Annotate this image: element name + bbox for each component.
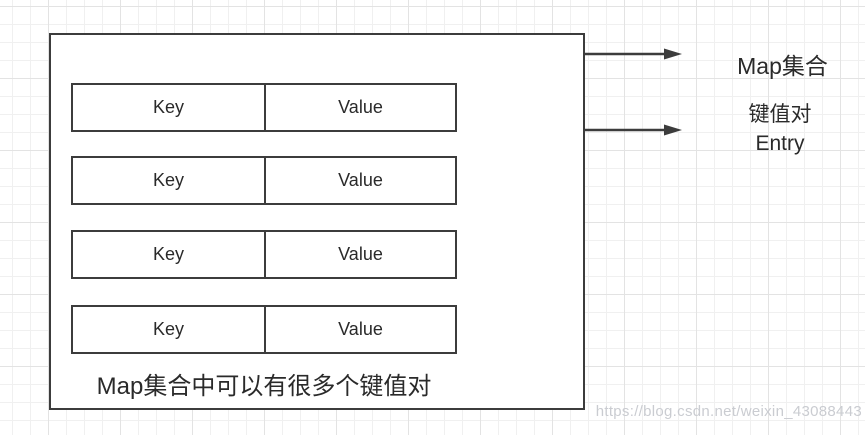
- entry-row: Key Value: [71, 83, 457, 132]
- key-label: Key: [152, 97, 185, 117]
- value-label: Value: [338, 319, 383, 339]
- key-label: Key: [152, 244, 185, 264]
- value-cell: Value: [266, 307, 455, 352]
- entry-label-cn: 键值对: [748, 103, 812, 126]
- value-cell: Value: [266, 158, 455, 203]
- key-cell: Key: [73, 232, 266, 277]
- map-collection-label: Map集合: [737, 53, 828, 79]
- key-label: Key: [152, 319, 185, 339]
- key-cell: Key: [73, 307, 266, 352]
- value-label: Value: [338, 244, 383, 264]
- value-cell: Value: [266, 85, 455, 130]
- entry-label: 键值对 Entry: [690, 100, 865, 158]
- value-label: Value: [338, 170, 383, 190]
- map-collection-box: Key Value Key Value Key Value Key: [49, 33, 585, 410]
- value-cell: Value: [266, 232, 455, 277]
- entry-row: Key Value: [71, 156, 457, 205]
- map-arrow: [585, 48, 682, 60]
- entry-row: Key Value: [71, 230, 457, 279]
- map-box-caption: Map集合中可以有很多个键值对: [96, 373, 432, 400]
- key-label: Key: [152, 170, 185, 190]
- value-label: Value: [338, 97, 383, 117]
- entry-row: Key Value: [71, 305, 457, 354]
- key-cell: Key: [73, 158, 266, 203]
- watermark-url: https://blog.csdn.net/weixin_43088443: [595, 403, 862, 420]
- key-cell: Key: [73, 85, 266, 130]
- entry-label-en: Entry: [755, 132, 805, 155]
